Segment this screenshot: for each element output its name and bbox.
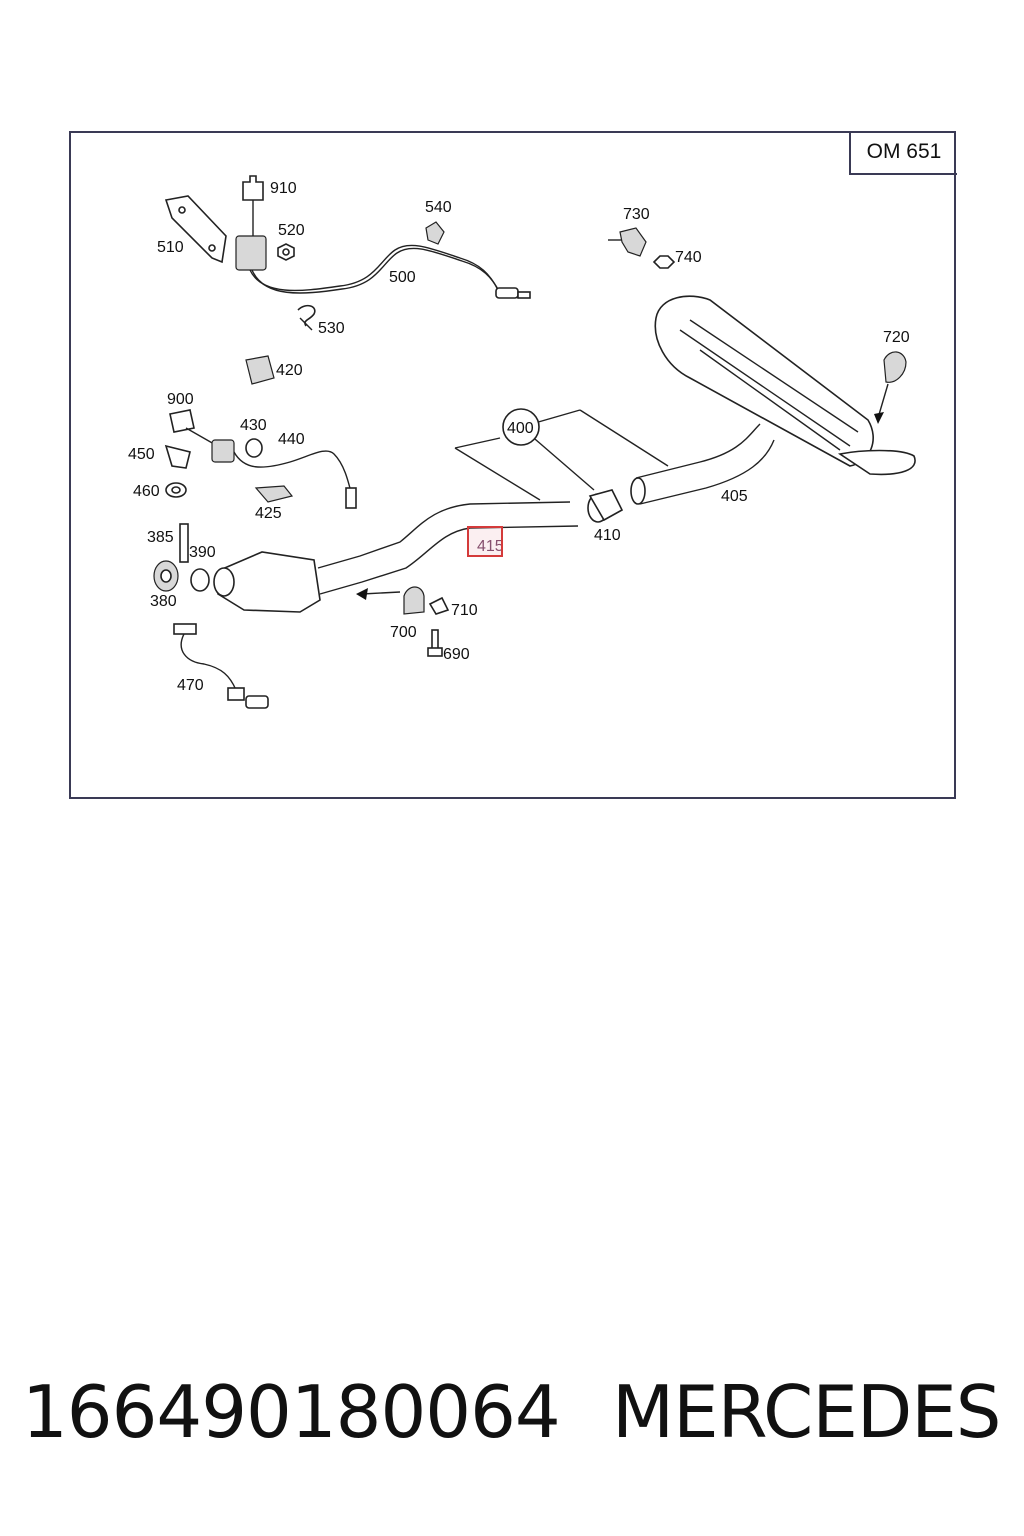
callout-530: 530 xyxy=(318,320,345,337)
callout-510: 510 xyxy=(157,239,184,256)
tag-900-drawing xyxy=(169,409,215,445)
bolt-385-drawing xyxy=(179,523,189,563)
callout-400: 400 xyxy=(507,420,534,437)
callout-910: 910 xyxy=(270,180,297,197)
mount-720-drawing xyxy=(874,351,907,424)
gasket-380-drawing xyxy=(153,560,179,592)
callout-415: 415 xyxy=(477,538,504,555)
callout-380: 380 xyxy=(150,593,177,610)
exhaust-diagram: 910 520 540 730 510 740 500 530 720 420 … xyxy=(128,175,916,709)
callout-730: 730 xyxy=(623,206,650,223)
brand-name: MERCEDES xyxy=(612,1370,1001,1454)
clip-530-drawing xyxy=(297,304,316,331)
callout-425: 425 xyxy=(255,505,282,522)
callout-900: 900 xyxy=(167,391,194,408)
callout-460: 460 xyxy=(133,483,160,500)
callout-440: 440 xyxy=(278,431,305,448)
callout-450: 450 xyxy=(128,446,155,463)
callout-740: 740 xyxy=(675,249,702,266)
bracket-510-drawing xyxy=(164,195,227,264)
callout-430: 430 xyxy=(240,417,267,434)
callout-410: 410 xyxy=(594,527,621,544)
callout-390: 390 xyxy=(189,544,216,561)
callout-540: 540 xyxy=(425,199,452,216)
callout-420: 420 xyxy=(276,362,303,379)
clamp-425-drawing xyxy=(254,485,294,503)
tag-910-drawing xyxy=(242,175,264,236)
footer: 166490180064 MERCEDES xyxy=(0,1370,1024,1480)
callout-720: 720 xyxy=(883,329,910,346)
callout-405: 405 xyxy=(721,488,748,505)
bolt-690-drawing xyxy=(427,629,443,657)
sleeve-410-drawing xyxy=(587,489,624,523)
callout-710: 710 xyxy=(451,602,478,619)
bracket-450-drawing xyxy=(164,444,191,469)
ring-390-drawing xyxy=(190,568,210,592)
sensor-470-drawing xyxy=(173,623,269,709)
engine-tag: OM 651 xyxy=(849,131,957,175)
callout-500: 500 xyxy=(389,269,416,286)
callout-470: 470 xyxy=(177,677,204,694)
callout-690: 690 xyxy=(443,646,470,663)
pipe-405-drawing xyxy=(630,423,775,505)
sensor-440-drawing xyxy=(211,438,357,509)
assembly-400-leaders xyxy=(454,408,669,501)
mount-700-drawing xyxy=(356,586,425,615)
part-number: 166490180064 xyxy=(22,1370,561,1454)
callout-700: 700 xyxy=(390,624,417,641)
muffler-drawing xyxy=(654,295,916,476)
callout-520: 520 xyxy=(278,222,305,239)
callout-385: 385 xyxy=(147,529,174,546)
hanger-730-drawing xyxy=(608,227,676,269)
bracket-420-drawing xyxy=(245,355,275,385)
highlighted-part-box xyxy=(467,526,503,557)
grommet-460-drawing xyxy=(165,482,187,498)
clip-540-drawing xyxy=(425,221,445,245)
bracket-710-drawing xyxy=(428,596,450,615)
module-520-drawing xyxy=(235,235,295,271)
sensor-cable-500-drawing xyxy=(249,244,531,299)
